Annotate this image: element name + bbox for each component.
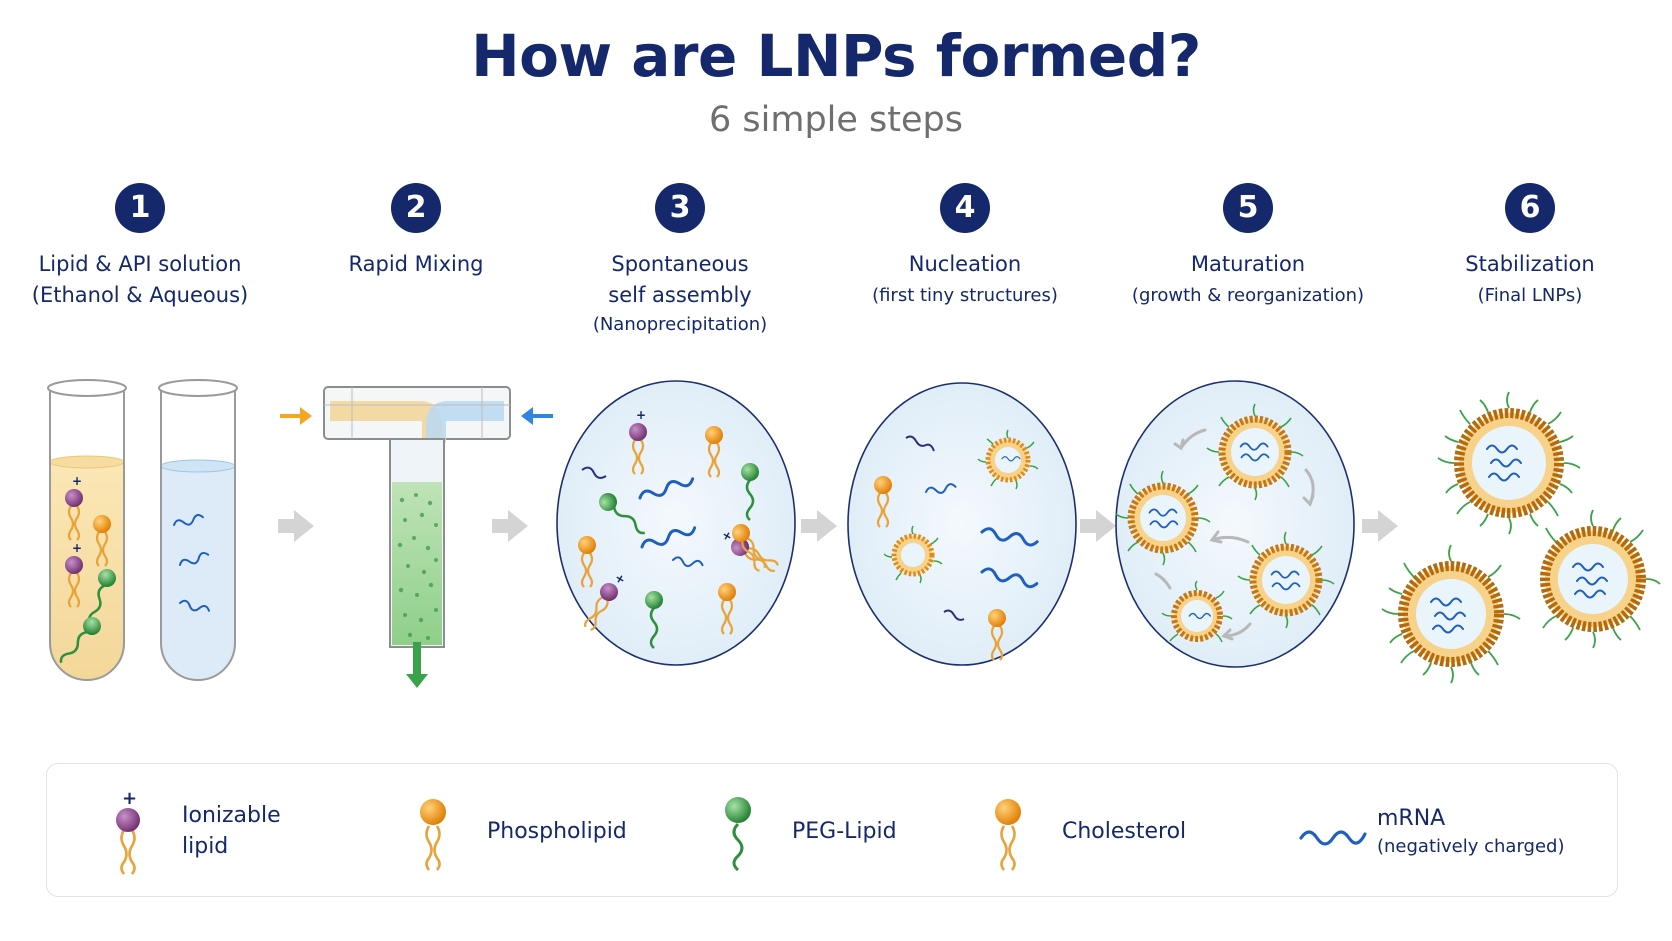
step-5: 5 Maturation (growth & reorganization) xyxy=(1098,183,1398,311)
nucleation-view xyxy=(847,382,1077,666)
legend-item-cholesterol: Cholesterol xyxy=(982,764,1186,898)
step-title: Nucleation xyxy=(908,252,1022,276)
self-assembly-view xyxy=(556,380,796,666)
step-6: 6 Stabilization (Final LNPs) xyxy=(1380,183,1672,311)
step-number-badge: 4 xyxy=(940,183,990,233)
step-title: Lipid & API solution xyxy=(38,252,242,276)
charge-label: + xyxy=(122,788,137,809)
step-4: 4 Nucleation (first tiny structures) xyxy=(815,183,1115,311)
step-arrow xyxy=(492,510,528,542)
aqueous-inlet-arrow xyxy=(521,407,553,425)
legend-item-phospholipid: Phospholipid xyxy=(407,764,627,898)
nucleus-particle xyxy=(977,429,1039,490)
step-1: 1 Lipid & API solution (Ethanol & Aqueou… xyxy=(0,183,290,311)
ethanol-inlet-arrow xyxy=(280,407,312,425)
legend-label: PEG-Lipid xyxy=(792,818,897,844)
final-lnps xyxy=(1381,391,1661,684)
step-number-badge: 5 xyxy=(1223,183,1273,233)
legend-label: Phospholipid xyxy=(487,818,627,844)
step-2: 2 Rapid Mixing xyxy=(266,183,566,280)
peg-lipid-icon xyxy=(725,797,751,872)
step-arrow xyxy=(801,510,837,542)
legend-item-peg-lipid: PEG-Lipid xyxy=(712,764,897,898)
step-number-badge: 1 xyxy=(115,183,165,233)
step-title: Maturation xyxy=(1190,252,1306,276)
step-title: Stabilization xyxy=(1465,252,1595,276)
step-arrow xyxy=(278,510,314,542)
legend-item-ionizable-lipid: + Ionizable lipid xyxy=(102,764,281,898)
aqueous-tube xyxy=(158,379,238,681)
maturation-view xyxy=(1115,380,1355,668)
legend-item-mrna: mRNA (negatively charged) xyxy=(1297,764,1565,898)
step-arrow xyxy=(1362,510,1398,542)
page-subtitle: 6 simple steps xyxy=(709,100,963,140)
legend-label: Ionizable xyxy=(182,803,281,828)
step-number-badge: 6 xyxy=(1505,183,1555,233)
t-mixer xyxy=(280,386,553,688)
phospholipid-icon xyxy=(420,799,446,871)
step-subtitle: (first tiny structures) xyxy=(872,285,1058,306)
step-subtitle: (Final LNPs) xyxy=(1477,285,1583,306)
step-subtitle: (growth & reorganization) xyxy=(1131,285,1365,306)
step-title: Rapid Mixing xyxy=(348,252,484,276)
step-note: (Nanoprecipitation) xyxy=(592,314,768,335)
step-arrow xyxy=(1080,510,1116,542)
legend-label: Cholesterol xyxy=(1062,818,1187,844)
page-title: How are LNPs formed? xyxy=(471,22,1201,90)
step-subtitle: self assembly xyxy=(608,283,752,307)
ionizable-lipid-icon: + xyxy=(116,788,140,875)
outlet-arrow xyxy=(406,642,428,688)
mrna-icon xyxy=(1299,830,1367,846)
step-subtitle: (Ethanol & Aqueous) xyxy=(31,283,249,307)
legend: + Ionizable lipid Phospholipid PEG-Lipid xyxy=(46,763,1618,897)
cholesterol-icon xyxy=(995,799,1021,871)
ethanol-tube xyxy=(47,379,127,681)
step-title: Spontaneous xyxy=(611,252,749,276)
step-number-badge: 2 xyxy=(391,183,441,233)
step-3: 3 Spontaneous self assembly (Nanoprecipi… xyxy=(530,183,830,339)
nucleus-particle xyxy=(883,525,943,584)
legend-sublabel: (negatively charged) xyxy=(1377,835,1565,857)
legend-label: lipid xyxy=(182,834,229,859)
step-number-badge: 3 xyxy=(655,183,705,233)
legend-label: mRNA xyxy=(1377,805,1446,831)
